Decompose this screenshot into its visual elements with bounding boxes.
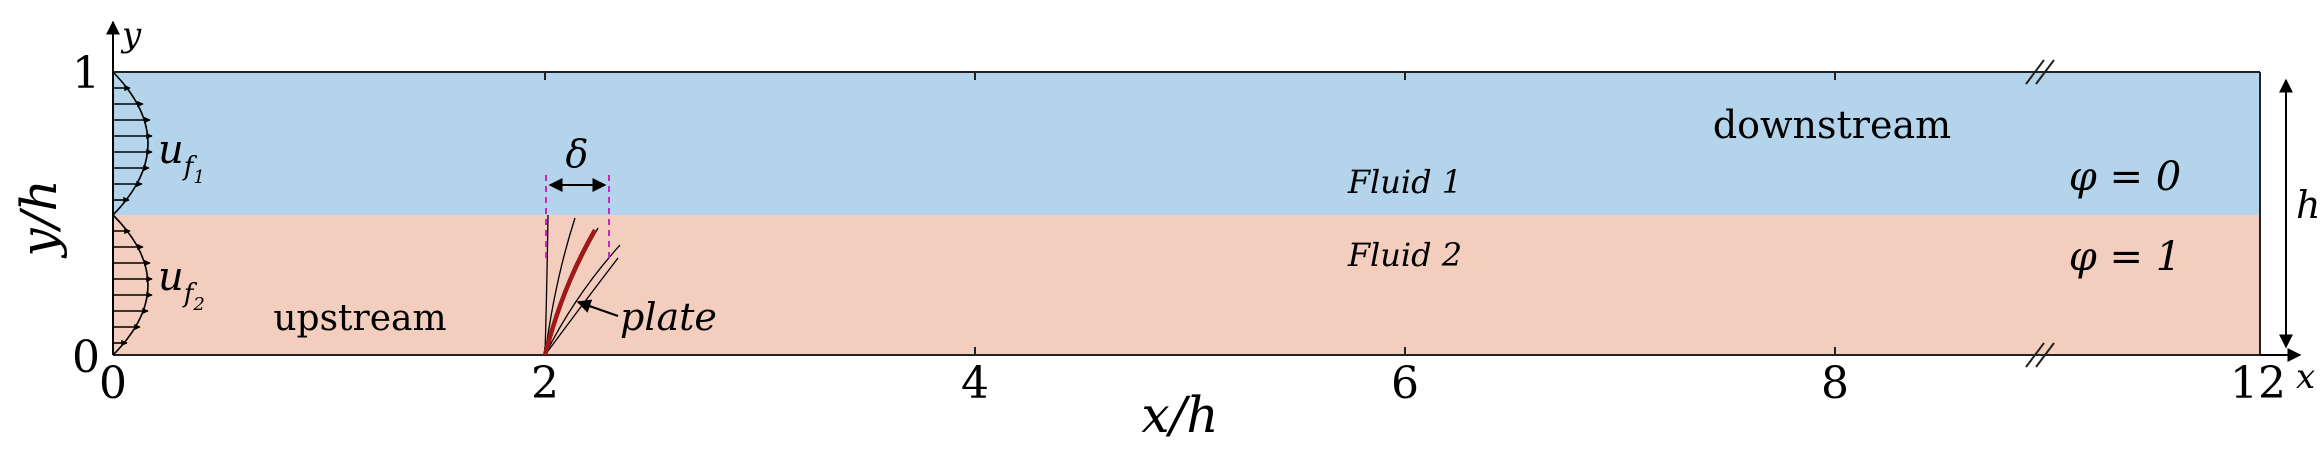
x-tick-12: 12 [2230, 358, 2286, 409]
x-axis-title: x/h [1141, 386, 1218, 444]
break-mark-bottom [2025, 342, 2055, 368]
inlet-profile-lower [112, 214, 153, 356]
x-tick-0: 0 [99, 358, 127, 409]
fluid1-region [113, 72, 2260, 215]
plate [542, 228, 597, 356]
upstream-label: upstream [273, 298, 446, 339]
y-tick-1: 1 [72, 48, 100, 99]
y-axis-title: y/h [10, 179, 68, 258]
inlet-profile-upper [112, 71, 153, 216]
x-tick-2: 2 [531, 358, 559, 409]
x-tick-4: 4 [961, 358, 989, 409]
plate-pointer-arrow [576, 299, 619, 317]
u-f2-label: uf2 [158, 254, 205, 315]
y-arrow-label: y [120, 15, 142, 55]
y-tick-0: 0 [72, 332, 100, 383]
break-mark-top [2025, 59, 2055, 85]
fluid2-region [113, 215, 2260, 355]
delta-markers [545, 175, 610, 262]
x-tick-marks [544, 72, 1836, 355]
phase-fluid2: φ = 1 [2069, 234, 2181, 280]
height-label: h [2296, 183, 2320, 227]
x-tick-6: 6 [1391, 358, 1419, 409]
downstream-label: downstream [1713, 103, 1951, 147]
x-arrow-label: x [2296, 357, 2315, 397]
fluid1-label: Fluid 1 [1347, 163, 1462, 201]
phase-fluid1: φ = 0 [2069, 154, 2181, 200]
plate-label: plate [620, 295, 717, 339]
delta-label: δ [566, 132, 589, 176]
fluid2-label: Fluid 2 [1347, 236, 1462, 274]
x-tick-8: 8 [1821, 358, 1849, 409]
